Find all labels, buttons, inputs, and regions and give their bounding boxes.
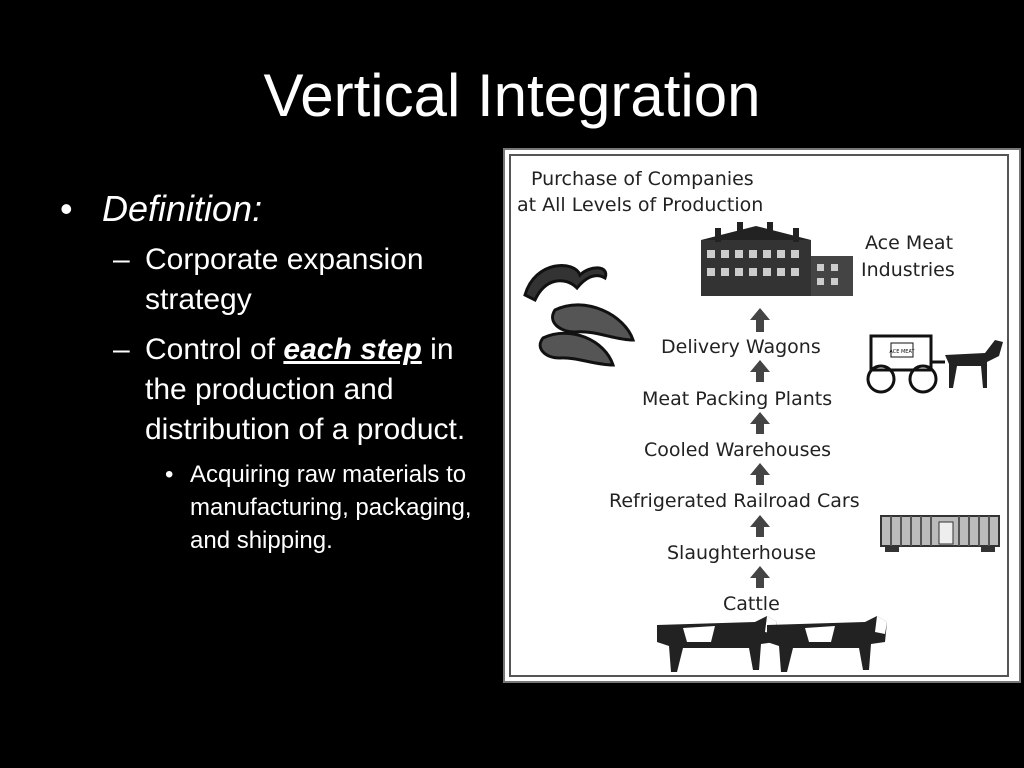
bullet-sub-item-text: Acquiring raw materials to manufacturing… [190,461,472,554]
bullet-list: • Definition: – Corporate expansion stra… [60,188,500,557]
diagram-heading-line2: at All Levels of Production [517,194,764,216]
step-cattle: Cattle [723,593,780,615]
diagram-inner-border [509,154,1009,677]
bullet-dot: • [165,461,174,488]
bullet-item-1: – Corporate expansion strategy [100,240,500,320]
dash-marker: – [113,243,130,276]
bullet-dot: • [60,188,73,229]
step-cooled-warehouses: Cooled Warehouses [644,439,832,461]
step-refrigerated-railroad-cars: Refrigerated Railroad Cars [609,490,860,512]
step-delivery-wagons: Delivery Wagons [661,336,821,358]
company-name-line2: Industries [861,259,955,281]
bullet-item-2: – Control of each step in the production… [100,330,500,450]
bullet-item-2-emphasis: each step [283,333,422,366]
slide-title: Vertical Integration [263,62,761,129]
bullet-item-2-suffix: in the production and distribution of a … [145,333,466,446]
bullet-item-2-prefix: Control of [145,333,284,366]
vertical-integration-diagram: Purchase of Companies at All Levels of P… [503,148,1021,683]
step-slaughterhouse: Slaughterhouse [667,542,817,564]
diagram-heading-line1: Purchase of Companies [531,168,754,190]
bullet-definition: • Definition: [60,188,500,230]
bullet-sub-item: • Acquiring raw materials to manufacturi… [145,458,500,557]
definition-label: Definition: [102,188,263,229]
company-name-line1: Ace Meat [865,232,954,254]
step-meat-packing-plants: Meat Packing Plants [642,388,833,410]
dash-marker: – [113,333,130,366]
bullet-item-1-text: Corporate expansion strategy [145,243,424,316]
